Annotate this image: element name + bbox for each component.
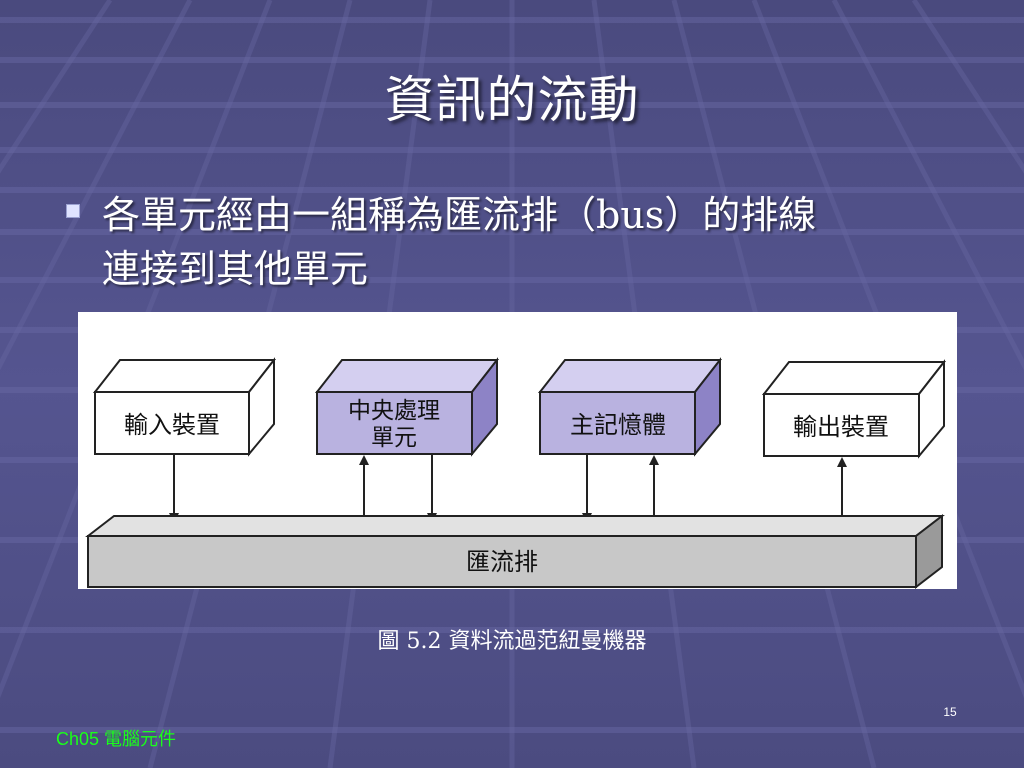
bullet-text-line-1: 各單元經由一組稱為匯流排（bus）的排線 bbox=[102, 193, 817, 237]
bullet-text-line-2: 連接到其他單元 bbox=[102, 247, 369, 291]
cpu-box: 中央處理 單元 bbox=[314, 357, 500, 457]
main-memory-box: 主記憶體 bbox=[537, 357, 723, 457]
square-bullet-icon bbox=[66, 204, 80, 218]
figure-caption: 圖 5.2 資料流過范紐曼機器 bbox=[377, 629, 647, 654]
output-device-label: 輸出裝置 bbox=[793, 413, 889, 441]
data-flow-arrows bbox=[169, 454, 847, 524]
bus-diagram: 輸入裝置 中央處理 單元 主記憶體 輸出裝置 匯流排 bbox=[78, 312, 957, 589]
input-device-label: 輸入裝置 bbox=[124, 411, 220, 439]
output-device-box: 輸出裝置 bbox=[761, 359, 947, 459]
page-number: 15 bbox=[943, 705, 957, 719]
bus-bar: 匯流排 bbox=[85, 513, 945, 589]
input-device-box: 輸入裝置 bbox=[92, 357, 277, 457]
footer-chapter: Ch05 電腦元件 bbox=[56, 729, 177, 749]
cpu-label-line-2: 單元 bbox=[371, 425, 417, 451]
bus-label: 匯流排 bbox=[466, 548, 538, 576]
cpu-label-line-1: 中央處理 bbox=[348, 398, 440, 424]
main-memory-label: 主記憶體 bbox=[570, 411, 666, 439]
slide-title: 資訊的流動 bbox=[384, 71, 640, 129]
